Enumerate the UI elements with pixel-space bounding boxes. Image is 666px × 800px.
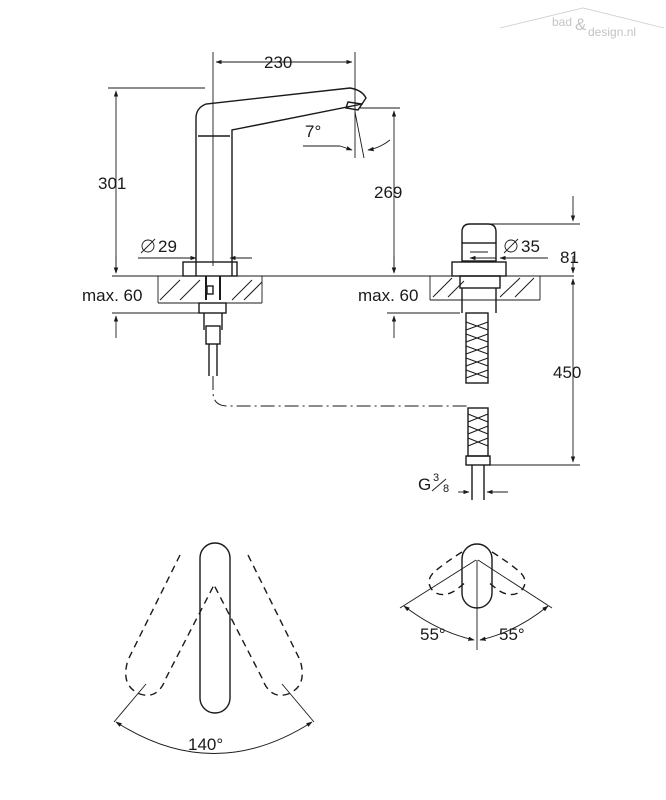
spout-angle-label: 7° [305, 122, 321, 141]
diameter-symbol-icon [503, 238, 519, 254]
watermark-text-left: bad [552, 15, 572, 29]
watermark-ampersand: & [575, 15, 587, 34]
centre-lines [212, 52, 365, 250]
dim-control-height: 81 [490, 196, 580, 274]
swivel-angle-label: 140° [188, 735, 223, 754]
dim-spout-angle: 7° [303, 122, 391, 152]
outlet-height-label: 269 [374, 183, 402, 202]
connection-thread-numerator: 3 [433, 472, 439, 484]
hose-length-label: 450 [553, 363, 581, 382]
diameter-symbol-icon [140, 238, 156, 254]
watermark-logo: bad & design.nl [499, 7, 665, 39]
lever-angle-right-label: 55° [499, 625, 525, 644]
tap-diameter-label: 29 [158, 237, 177, 256]
dim-control-max-thickness: max. 60 [358, 256, 418, 338]
control-height-label: 81 [560, 248, 579, 267]
dim-hose-length: 450 [490, 278, 581, 466]
dim-control-diameter: 35 [469, 237, 548, 261]
lever-rotation-top-view: 55° 55° [399, 543, 553, 650]
dim-tap-diameter: 29 [138, 237, 252, 261]
dim-spout-reach: 230 [215, 53, 353, 72]
watermark-text-right: design.nl [588, 25, 636, 39]
dim-tap-max-thickness: max. 60 [82, 256, 142, 338]
control-diameter-label: 35 [521, 237, 540, 256]
spout-swivel-top-view: 140° [113, 542, 315, 754]
tap-max-thickness-label: max. 60 [82, 286, 142, 305]
hose-connection [212, 376, 468, 407]
countertop [112, 275, 574, 314]
total-height-label: 301 [98, 174, 126, 193]
control-max-thickness-label: max. 60 [358, 286, 418, 305]
dim-total-height: 301 [98, 87, 205, 274]
tap-side-view [182, 87, 367, 376]
spout-reach-label: 230 [264, 53, 292, 72]
control-unit-side-view [451, 223, 507, 500]
connection-thread-prefix: G [418, 475, 431, 494]
dim-outlet-height: 269 [360, 107, 402, 274]
dim-connection-thread: G 3 8 [418, 472, 508, 495]
lever-angle-left-label: 55° [420, 625, 446, 644]
connection-thread-denominator: 8 [443, 483, 449, 495]
